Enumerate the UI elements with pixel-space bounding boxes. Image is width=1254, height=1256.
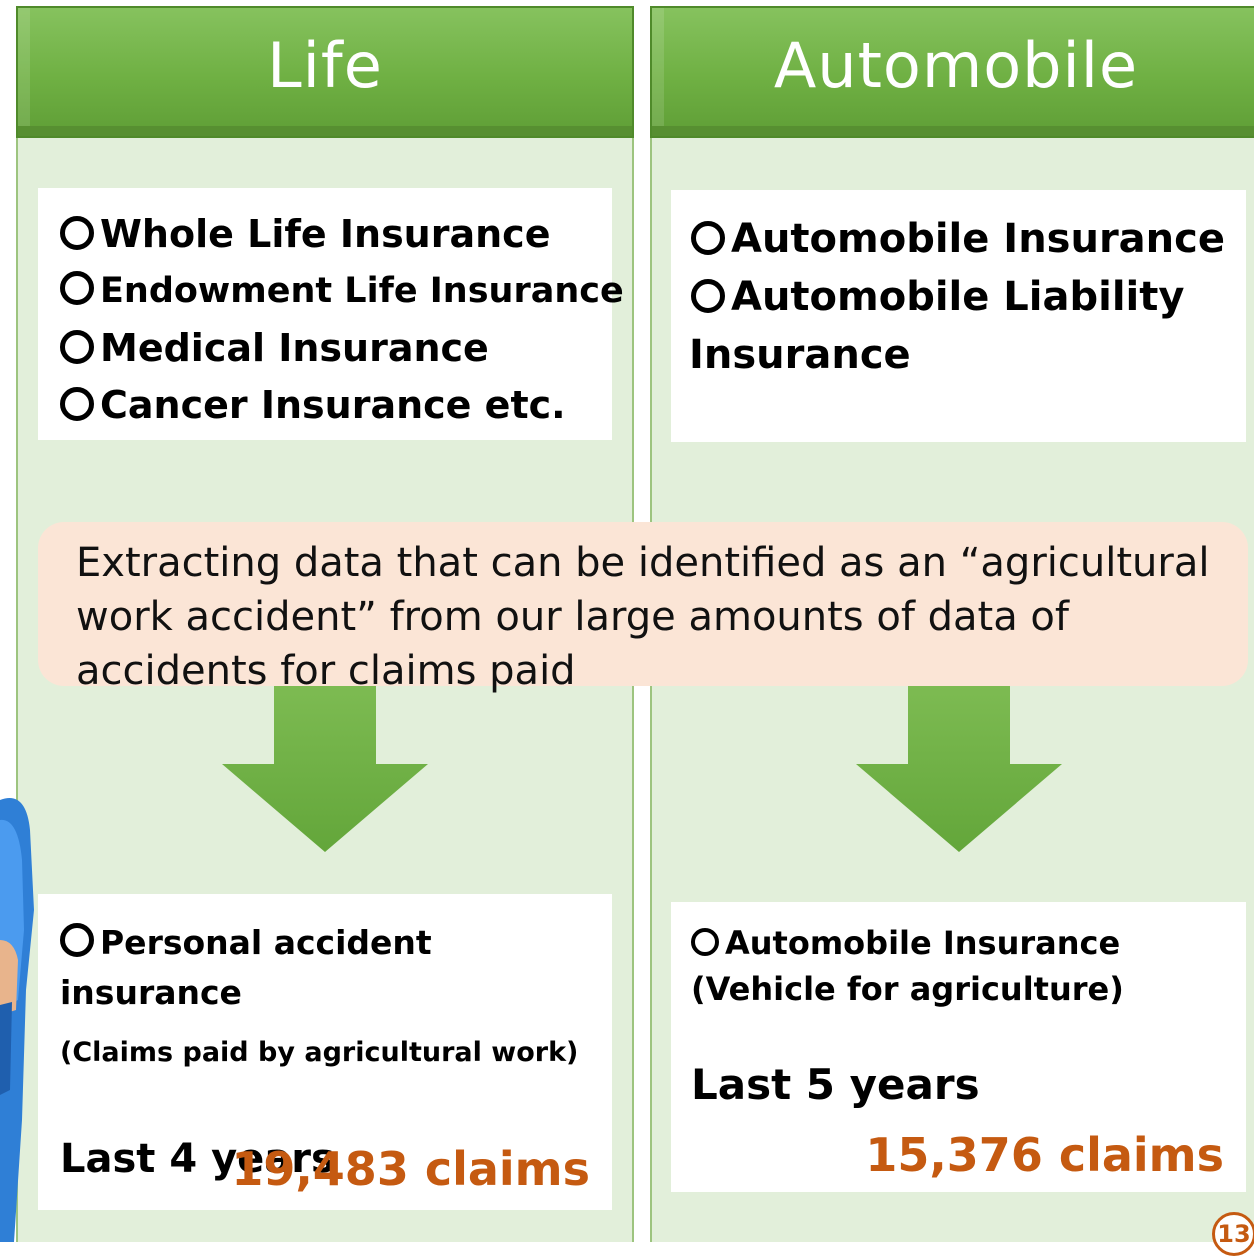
auto-product-item-continued: Insurance xyxy=(689,332,911,378)
auto-result-subtitle: (Vehicle for agriculture) xyxy=(691,970,1124,1008)
circle-bullet-icon xyxy=(691,928,719,956)
person-illustration xyxy=(0,798,34,1242)
circle-bullet-icon xyxy=(691,279,725,313)
life-products-box: Whole Life Insurance Endowment Life Insu… xyxy=(38,188,624,440)
life-result-subtitle: (Claims paid by agricultural work) xyxy=(60,1037,579,1068)
auto-product-item: Automobile Liability xyxy=(691,268,1246,326)
automobile-header: Automobile xyxy=(650,6,1254,138)
life-header: Life xyxy=(16,6,634,138)
down-arrow-icon xyxy=(856,686,1062,852)
life-header-title: Life xyxy=(267,28,383,102)
page-number-badge: 13 xyxy=(1212,1212,1254,1256)
circle-bullet-icon xyxy=(60,923,94,957)
banner-line: work accident” from our large amounts of… xyxy=(76,594,1069,640)
life-product-item: Whole Life Insurance xyxy=(60,206,612,263)
circle-bullet-icon xyxy=(60,387,94,421)
automobile-header-title: Automobile xyxy=(773,28,1139,102)
life-result-period: Last 4 years xyxy=(60,1136,335,1182)
life-result-count: 19,483 claims xyxy=(231,1142,590,1196)
down-arrow-icon xyxy=(222,686,428,852)
auto-product-item: Automobile Insurance xyxy=(691,210,1246,268)
auto-result-period: Last 5 years xyxy=(691,1060,980,1109)
life-result-title-row: Personal accident insurance xyxy=(60,923,432,1012)
life-product-item: Cancer Insurance etc. xyxy=(60,377,612,434)
circle-bullet-icon xyxy=(691,221,725,255)
extraction-banner: Extracting data that can be identified a… xyxy=(38,522,1248,694)
life-result-box: Personal accident insurance (Claims paid… xyxy=(38,894,612,1210)
circle-bullet-icon xyxy=(60,271,94,305)
auto-result-count: 15,376 claims xyxy=(865,1128,1224,1182)
banner-line: Extracting data that can be identified a… xyxy=(76,540,1210,586)
auto-result-title-row: Automobile Insurance xyxy=(691,920,1246,966)
automobile-products-box: Automobile Insurance Automobile Liabilit… xyxy=(671,190,1246,442)
life-product-item: Medical Insurance xyxy=(60,320,612,377)
life-product-item: Endowment Life Insurance xyxy=(60,263,624,320)
circle-bullet-icon xyxy=(60,216,94,250)
automobile-result-box: Automobile Insurance (Vehicle for agricu… xyxy=(671,902,1246,1192)
circle-bullet-icon xyxy=(60,330,94,364)
